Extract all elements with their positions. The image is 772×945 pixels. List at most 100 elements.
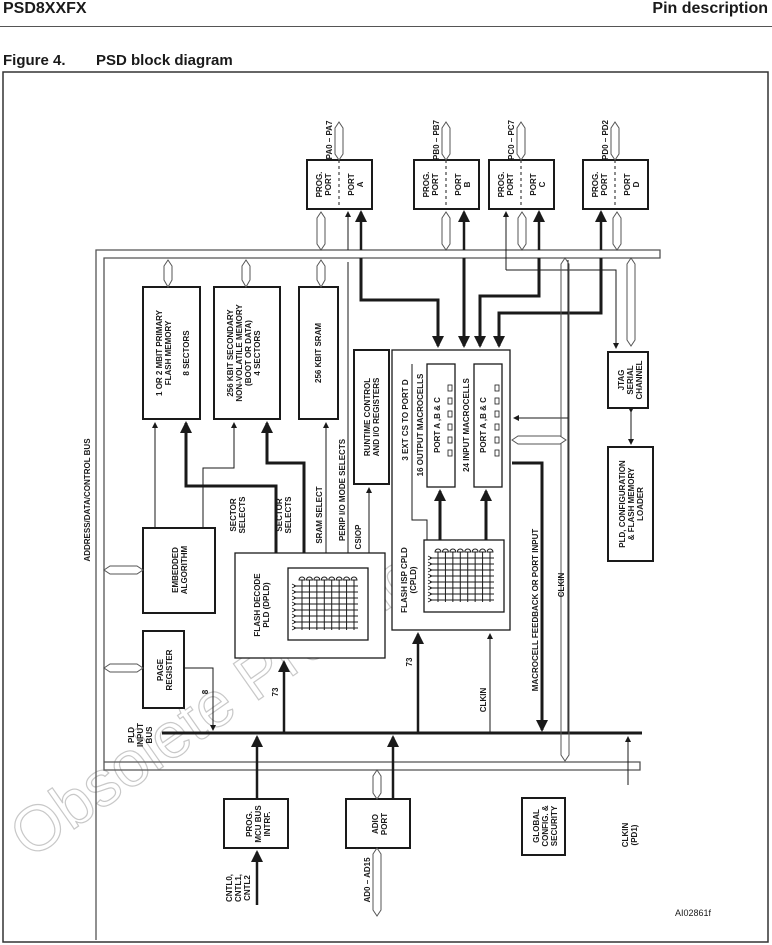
primary-flash-block — [142, 286, 201, 420]
address-bus-label: ADDRESS/DATA/CONTROL BUS — [83, 438, 92, 562]
input-buffer — [291, 625, 297, 631]
embedded-algorithm-line1: EMBEDDED — [171, 547, 180, 593]
sector-selects-1-line1: SECTOR — [229, 498, 238, 531]
output-macrocells-label: 16 OUTPUT MACROCELLS — [416, 373, 425, 476]
mcu-bus-line3: INTRF. — [263, 812, 272, 837]
cpld-line2: (CPLD) — [409, 566, 418, 593]
port-right-line: PORT — [454, 173, 463, 195]
primary-flash-line3: 8 SECTORS — [182, 330, 191, 376]
and-gate — [441, 548, 449, 553]
and-gate — [479, 548, 487, 553]
port-left-line: PROG. — [315, 172, 324, 198]
output-macrocell-cells — [447, 384, 453, 457]
port-bus-connectors — [316, 211, 636, 917]
global-config-label: GLOBAL CONFIG. & SECURITY — [532, 805, 559, 847]
mcu-bus-line1: PROG. — [245, 811, 254, 837]
macrocell — [494, 384, 500, 392]
input-macrocells-port-label: PORT A ,B & C — [479, 397, 488, 453]
secondary-nvm-block — [213, 286, 281, 420]
section-title: Pin description — [652, 0, 768, 17]
input-buffer — [291, 595, 297, 601]
adio-port-line1: ADIO — [371, 814, 380, 834]
input-buffer — [427, 573, 433, 579]
and-gate — [313, 576, 321, 581]
sram-block — [298, 286, 339, 420]
sector-selects-2-line1: SECTOR — [275, 498, 284, 531]
pld-config-line2: & FLASH MEMORY — [627, 467, 636, 540]
input-buffer — [427, 561, 433, 567]
input-buffer — [427, 579, 433, 585]
memory-bus-connectors — [163, 259, 326, 289]
bus-width-73-cpld: 73 — [405, 657, 414, 666]
and-gate — [343, 576, 351, 581]
port-left-line: PORT — [506, 173, 515, 195]
macrocell — [494, 397, 500, 405]
port-left-label: PROG.PORT — [591, 172, 609, 198]
sector-selects-1-label: SECTOR SELECTS — [229, 496, 247, 534]
secondary-nvm-label: 256 KBIT SECONDARY NON-VOLATILE MEMORY (… — [226, 304, 262, 402]
ad-pins-label: AD0 – AD15 — [363, 857, 372, 903]
port-left-line: PROG. — [497, 172, 506, 198]
and-gate — [434, 548, 442, 553]
macrocell — [447, 384, 453, 392]
port-right-line: C — [538, 181, 547, 187]
figure-frame — [2, 71, 769, 943]
and-gate — [449, 548, 457, 553]
ext-cs-label: 3 EXT CS TO PORT D — [401, 379, 410, 460]
port-pin-connector — [334, 121, 344, 161]
pld-config-block — [607, 446, 654, 562]
clkin-upper-label: CLKIN — [557, 573, 566, 598]
cpld-and-array — [423, 539, 505, 613]
secondary-nvm-line2: NON-VOLATILE MEMORY — [235, 304, 244, 402]
input-macrocell-cells — [494, 384, 500, 457]
secondary-nvm-line1: 256 KBIT SECONDARY — [226, 309, 235, 397]
adio-port-line2: PORT — [380, 813, 389, 835]
mcu-bus-label: PROG. MCU BUS INTRF. — [245, 805, 272, 843]
cpld-line1: FLASH ISP CPLD — [400, 547, 409, 613]
adio-port-block — [345, 798, 411, 849]
primary-flash-label: 1 OR 2 MBIT PRIMARY FLASH MEMORY 8 SECTO… — [155, 309, 191, 396]
and-gate — [464, 548, 472, 553]
port-left-line: PORT — [431, 173, 440, 195]
sector-selects-2-line2: SELECTS — [284, 496, 293, 534]
input-macrocells-label: 24 INPUT MACROCELLS — [462, 377, 471, 471]
input-buffer — [427, 567, 433, 573]
port-left-line: PROG. — [422, 172, 431, 198]
macrocell — [447, 410, 453, 418]
clkin-pin-line1: CLKIN — [621, 823, 630, 848]
macrocell — [494, 449, 500, 457]
jtag-line3: CHANNEL — [635, 360, 644, 399]
sector-selects-2-label: SECTOR SELECTS — [275, 496, 293, 534]
pld-config-line1: PLD, CONFIGURATION — [618, 460, 627, 548]
cntl-pins-line3: CNTL2 — [243, 875, 252, 901]
global-config-block — [521, 797, 566, 856]
and-gate — [350, 576, 358, 581]
flash-decode-line2: PLD (DPLD) — [262, 582, 271, 628]
cntl-pins-label: CNTL0, CNTL1, CNTL2 — [225, 874, 252, 902]
port-pin-connector — [516, 121, 526, 161]
global-config-line1: GLOBAL — [532, 809, 541, 843]
and-gate — [298, 576, 306, 581]
figure-ref-code: AI02861f — [675, 908, 712, 918]
port-left-label: PROG.PORT — [422, 172, 440, 198]
pld-config-label: PLD, CONFIGURATION & FLASH MEMORY LOADER — [618, 460, 645, 548]
header-rule — [0, 26, 772, 27]
pld-input-bus-label: PLD INPUT BUS — [127, 723, 154, 747]
port-pins-label: PC0 – PC7 — [507, 119, 516, 160]
and-gate — [456, 548, 464, 553]
sector-selects-1-line2: SELECTS — [238, 496, 247, 534]
input-buffer — [427, 555, 433, 561]
port-left-line: PORT — [324, 173, 333, 195]
macrocell — [494, 423, 500, 431]
address-data-control-bus — [95, 249, 661, 940]
and-gate — [486, 548, 494, 553]
jtag-block — [607, 351, 649, 409]
port-left-line: PROG. — [591, 172, 600, 198]
jtag-label: JTAG SERIAL CHANNEL — [617, 360, 644, 399]
primary-flash-line2: FLASH MEMORY — [164, 320, 173, 385]
and-gate — [328, 576, 336, 581]
